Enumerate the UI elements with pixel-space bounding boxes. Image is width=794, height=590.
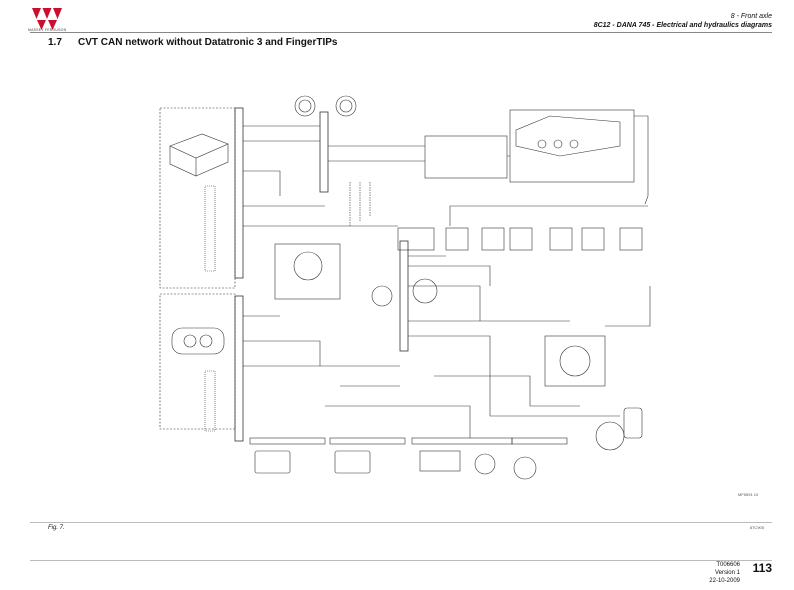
switch-panel-icon	[509, 109, 635, 183]
date: 22-10-2009	[709, 578, 740, 584]
ecu-module-icon	[169, 133, 229, 177]
valve-coil-row	[397, 227, 643, 251]
page-number: 113	[752, 561, 772, 575]
ecu-bottom-icons	[254, 407, 643, 480]
footer-meta: T006606 Version 1 22-10-2009	[709, 561, 740, 585]
wiring-diagram	[159, 95, 651, 480]
document-subtitle: 8C12 - DANA 745 - Electrical and hydraul…	[593, 22, 772, 29]
header-divider	[30, 32, 772, 33]
chapter-title: 8 - Front axle	[730, 13, 772, 20]
footer-divider	[30, 560, 772, 561]
section-number: 1.7	[48, 37, 62, 48]
drawing-id: MF5591 10	[738, 492, 759, 497]
version: Version 1	[714, 570, 740, 576]
section-title: CVT CAN network without Datatronic 3 and…	[78, 37, 338, 48]
round-connector-icon	[294, 95, 357, 117]
figure-label: Fig. 7.	[48, 525, 65, 531]
dashboard-instrument-icon	[171, 327, 225, 355]
figure-divider	[30, 522, 772, 523]
figure-code: 8TC905	[749, 525, 764, 530]
page-header: 8 - Front axle 8C12 - DANA 745 - Electri…	[594, 12, 772, 30]
massey-ferguson-logo-icon	[32, 8, 62, 30]
document-id: T006606	[716, 562, 740, 568]
brand-name: MASSEY FERGUSON	[28, 28, 67, 32]
